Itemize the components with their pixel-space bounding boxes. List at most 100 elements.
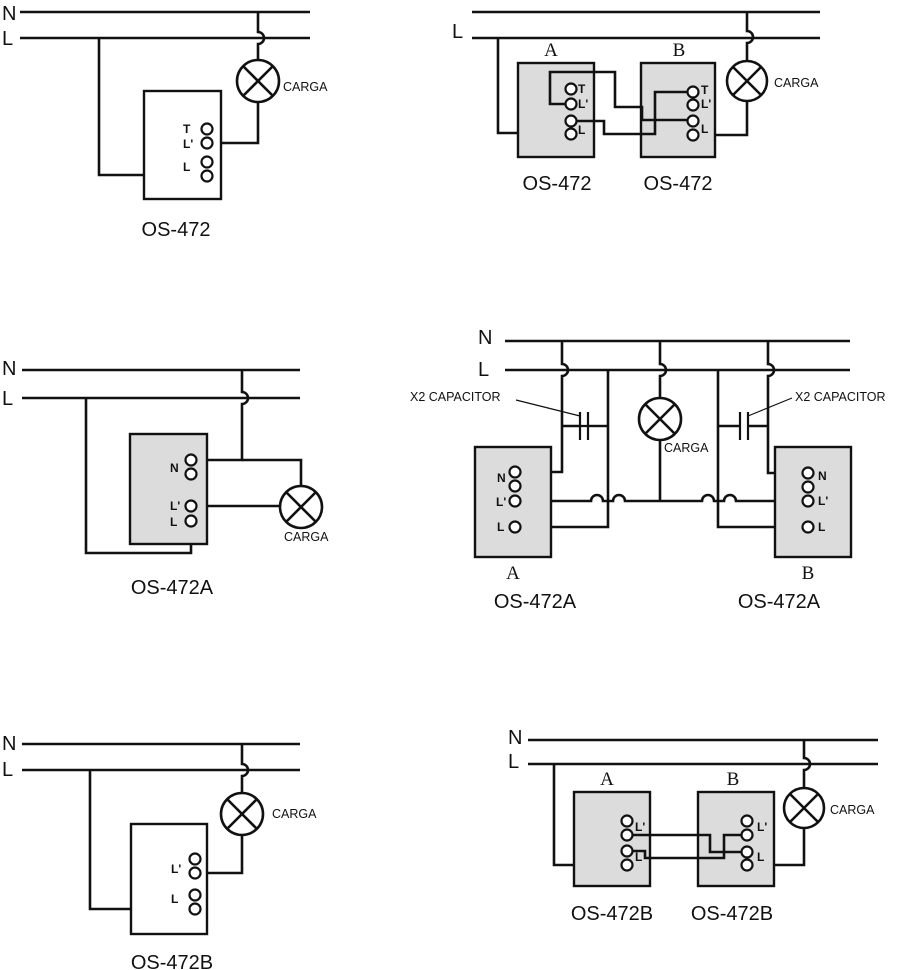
traveler-wire-2 bbox=[627, 833, 747, 860]
lamp-icon bbox=[725, 59, 769, 103]
load-label: CARGA bbox=[272, 807, 317, 821]
terminal-line-a-label: L bbox=[497, 520, 504, 534]
terminal-line-label: L bbox=[170, 515, 177, 529]
terminal-neutral-a bbox=[508, 465, 522, 479]
terminal-line-a bbox=[508, 520, 522, 534]
position-b-label: B bbox=[802, 563, 815, 584]
load-label: CARGA bbox=[283, 80, 328, 94]
terminal-load bbox=[200, 136, 214, 150]
capacitor-b-icon bbox=[738, 412, 750, 440]
terminal-load-a-label: L' bbox=[578, 97, 588, 111]
position-a-label: A bbox=[600, 769, 614, 790]
position-b-label: B bbox=[727, 769, 740, 790]
position-a-label: A bbox=[544, 40, 558, 61]
diagram-os472a-single: N L N L' L CARGA OS-472A bbox=[2, 358, 329, 599]
terminal-aux-line-b bbox=[740, 845, 754, 859]
diagram-os472a-threeway: N L X2 CAPACITOR X2 CAPAC bbox=[410, 327, 886, 613]
terminal-line-b bbox=[740, 858, 754, 872]
terminal-aux bbox=[184, 467, 198, 481]
model-label-b: OS-472A bbox=[738, 591, 821, 613]
terminal-line-b-label: L bbox=[701, 122, 708, 136]
terminal-t-a-label: T bbox=[578, 82, 586, 96]
neutral-rail-label: N bbox=[508, 727, 522, 749]
terminal-aux-load bbox=[188, 852, 202, 866]
line-rail-label: L bbox=[2, 388, 13, 410]
terminal-aux-a bbox=[508, 479, 522, 493]
terminal-load-label: L' bbox=[171, 862, 181, 876]
model-label: OS-472B bbox=[131, 952, 213, 970]
terminal-aux-load-a bbox=[620, 814, 634, 828]
model-label: OS-472A bbox=[131, 577, 214, 599]
terminal-line bbox=[200, 169, 214, 183]
traveler-wire-2 bbox=[571, 90, 693, 136]
terminal-load-label: L' bbox=[170, 499, 180, 513]
terminal-load-b bbox=[801, 494, 815, 508]
switch-body-b bbox=[696, 790, 776, 888]
capacitor-a-label: X2 CAPACITOR bbox=[410, 390, 501, 404]
neutral-rail-label: N bbox=[2, 358, 16, 380]
neutral-drop-a bbox=[515, 341, 570, 474]
terminal-neutral-b-label: N bbox=[818, 469, 827, 483]
neutral-to-lamp-wire bbox=[802, 740, 812, 788]
lamp-to-switch-wire bbox=[207, 102, 260, 145]
neutral-to-lamp-wire bbox=[745, 12, 755, 61]
terminal-load-b-label: L' bbox=[818, 494, 828, 508]
model-label-a: OS-472 bbox=[523, 173, 592, 195]
terminal-aux-load-b bbox=[740, 814, 754, 828]
terminal-line-b-label: L bbox=[818, 520, 825, 534]
terminal-aux-line bbox=[188, 888, 202, 902]
terminal-line-b-label: L bbox=[757, 850, 764, 864]
neutral-to-lamp-wire bbox=[240, 744, 250, 793]
terminal-aux-b bbox=[801, 480, 815, 494]
load-bus-wire bbox=[515, 493, 808, 503]
terminal-neutral-b bbox=[801, 466, 815, 480]
terminal-line-label: L bbox=[183, 160, 190, 174]
terminal-load-a bbox=[620, 828, 634, 842]
diagram-os472-threeway: L T L' L T L' L A B CARGA OS-472 OS-472 bbox=[452, 10, 820, 195]
terminal-load-a bbox=[508, 494, 522, 508]
terminal-aux-a bbox=[564, 114, 578, 128]
neutral-rail-label: N bbox=[478, 327, 492, 349]
load-label: CARGA bbox=[664, 441, 709, 455]
traveler-wire-1 bbox=[548, 70, 693, 122]
terminal-aux bbox=[200, 155, 214, 169]
load-label: CARGA bbox=[774, 76, 819, 90]
terminal-t-label: T bbox=[183, 122, 191, 136]
terminal-aux-line-a bbox=[620, 844, 634, 858]
terminal-load-a-label: L' bbox=[496, 495, 506, 509]
line-rail-label: L bbox=[2, 28, 13, 50]
terminal-load-label: L' bbox=[183, 137, 193, 151]
terminal-line bbox=[188, 902, 202, 916]
lamp-icon bbox=[235, 58, 281, 104]
terminal-t-b bbox=[686, 85, 700, 99]
model-label-b: OS-472 bbox=[644, 173, 713, 195]
terminal-load bbox=[184, 499, 198, 513]
lamp-icon bbox=[219, 791, 265, 837]
position-a-label: A bbox=[506, 563, 520, 584]
terminal-neutral-label: N bbox=[170, 461, 179, 475]
model-label-a: OS-472A bbox=[494, 591, 577, 613]
model-label: OS-472 bbox=[142, 219, 211, 241]
line-rail-label: L bbox=[452, 21, 463, 43]
terminal-load-b-label: L' bbox=[701, 97, 711, 111]
terminal-load-b-label: L' bbox=[757, 820, 767, 834]
model-label-a: OS-472B bbox=[571, 903, 653, 925]
lamp-icon bbox=[278, 484, 324, 530]
line-rail-label: L bbox=[2, 759, 13, 781]
terminal-neutral bbox=[184, 453, 198, 467]
terminal-aux-b bbox=[686, 114, 700, 128]
traveler-wire-1 bbox=[627, 833, 747, 854]
switch-body-a bbox=[572, 790, 652, 888]
terminal-line-a bbox=[620, 858, 634, 872]
diagram-os472-single: N L T L' L CARGA OS-472 bbox=[2, 3, 328, 241]
terminal-load-b bbox=[740, 828, 754, 842]
lamp-icon bbox=[782, 786, 826, 830]
terminal-line bbox=[184, 514, 198, 528]
terminal-load-a-label: L' bbox=[635, 820, 645, 834]
neutral-drop-b bbox=[766, 341, 808, 475]
model-label-b: OS-472B bbox=[691, 903, 773, 925]
neutral-rail-label: N bbox=[2, 3, 16, 25]
terminal-line-a-label: L bbox=[578, 123, 585, 137]
switch-body-os472a bbox=[128, 432, 209, 546]
